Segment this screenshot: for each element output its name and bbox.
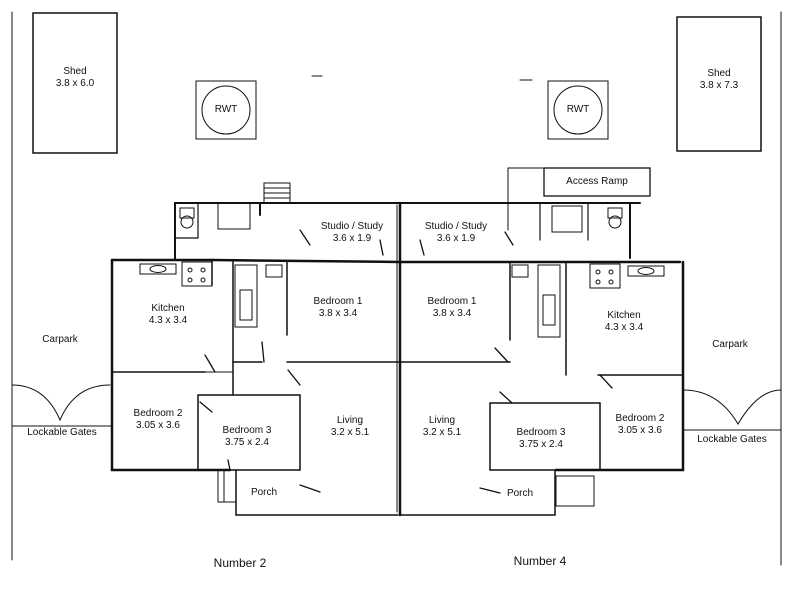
unit-right-number: Number 4 [513, 554, 567, 568]
lockable-gates-right [682, 389, 782, 431]
shed-left-label: Shed 3.8 x 6.0 [55, 66, 95, 89]
right-kitchen-label: Kitchen 4.3 x 3.4 [604, 310, 644, 333]
unit-right-fixtures [511, 205, 665, 338]
access-ramp [507, 167, 651, 231]
left-bedroom3-label: Bedroom 3 3.75 x 2.4 [222, 425, 272, 448]
right-bedroom2-label: Bedroom 2 3.05 x 3.6 [615, 413, 665, 436]
right-porch-label: Porch [506, 488, 534, 499]
unit-right-walls [398, 202, 685, 516]
door-swings [199, 229, 613, 494]
right-bedroom1-label: Bedroom 1 3.8 x 3.4 [427, 296, 477, 319]
right-studio-label: Studio / Study 3.6 x 1.9 [424, 221, 488, 244]
shed-right-outline [676, 16, 762, 152]
lockable-gates-right-label: Lockable Gates [697, 434, 767, 445]
rwt-tank-right [547, 80, 609, 140]
left-studio-label: Studio / Study 3.6 x 1.9 [320, 221, 384, 244]
rwt-left-label: RWT [214, 104, 238, 115]
access-ramp-label: Access Ramp [566, 176, 628, 187]
unit-left-number: Number 2 [213, 556, 267, 570]
left-kitchen-label: Kitchen 4.3 x 3.4 [148, 303, 188, 326]
lockable-gates-left [11, 384, 113, 427]
rwt-tank-left [195, 80, 257, 140]
right-bedroom3-label: Bedroom 3 3.75 x 2.4 [516, 427, 566, 450]
rwt-right-label: RWT [566, 104, 590, 115]
shed-left-outline [32, 12, 118, 154]
shed-right-label: Shed 3.8 x 7.3 [699, 68, 739, 91]
left-bedroom1-label: Bedroom 1 3.8 x 3.4 [313, 296, 363, 319]
carpark-right-label: Carpark [712, 339, 748, 350]
carpark-left-label: Carpark [42, 334, 78, 345]
unit-left-fixtures [139, 202, 283, 328]
left-living-label: Living 3.2 x 5.1 [330, 415, 370, 438]
lockable-gates-left-label: Lockable Gates [27, 427, 97, 438]
left-porch-label: Porch [250, 487, 278, 498]
steps-left [263, 182, 291, 204]
left-bedroom2-label: Bedroom 2 3.05 x 3.6 [133, 408, 183, 431]
unit-left-walls [110, 202, 402, 516]
right-living-label: Living 3.2 x 5.1 [422, 415, 462, 438]
